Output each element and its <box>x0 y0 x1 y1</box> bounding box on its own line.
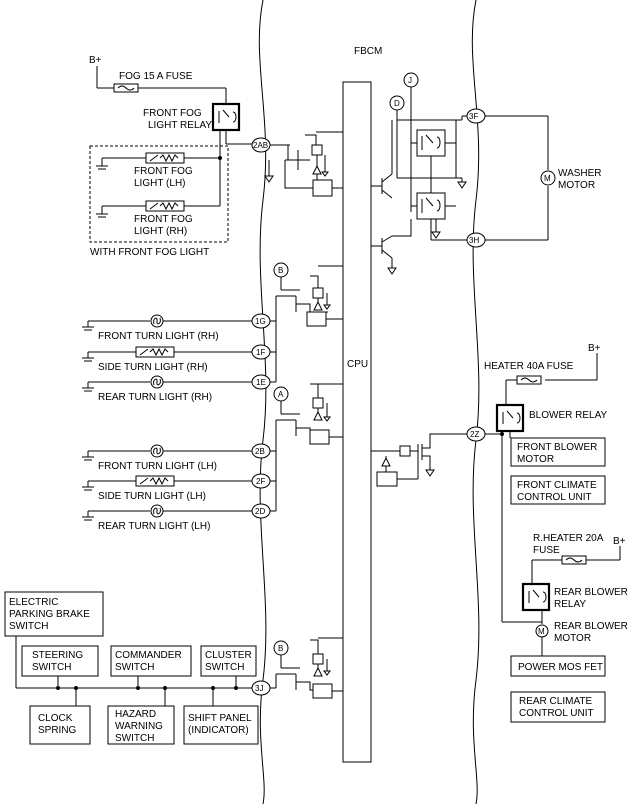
cluster-label-1: CLUSTER <box>205 650 252 661</box>
heater-fuse-label: HEATER 40A FUSE <box>484 361 574 372</box>
lh-turn-driver-block <box>309 429 330 445</box>
rear-climate-control-unit <box>510 691 606 723</box>
washer-relay-1 <box>416 129 446 157</box>
blower-relay <box>495 403 525 433</box>
hazard-label-1: HAZARD <box>115 709 156 720</box>
switch-bus-driver-block <box>312 683 333 699</box>
clock-label-1: CLOCK <box>38 713 73 724</box>
epb-label-2: PARKING BRAKE <box>9 609 90 620</box>
terminal-1e-label: 1E <box>256 378 266 387</box>
commander-label-2: SWITCH <box>115 662 154 673</box>
cluster-switch <box>200 645 257 677</box>
fog-light-group <box>89 145 229 243</box>
marker-b-upper-label: B <box>278 266 283 275</box>
steering-switch <box>21 645 99 677</box>
cluster-label-2: SWITCH <box>205 662 244 673</box>
front-climate-label-2: CONTROL UNIT <box>517 492 592 503</box>
front-climate-label-1: FRONT CLIMATE <box>517 480 597 491</box>
cpu-block <box>342 81 372 763</box>
rheater-battery-label: B+ <box>613 536 626 547</box>
terminal-2d-label: 2D <box>255 507 265 516</box>
front-blower-label-1: FRONT BLOWER <box>517 442 597 453</box>
epb-label-1: ELECTRIC <box>9 597 58 608</box>
rear-blower-relay <box>521 582 551 612</box>
fog-lh-label-2: LIGHT (LH) <box>134 178 186 189</box>
fog-driver-block <box>312 179 333 197</box>
fog-rh-label-1: FRONT FOG <box>134 214 193 225</box>
rear-turn-lh-label: REAR TURN LIGHT (LH) <box>98 521 210 532</box>
rear-motor-label-1: REAR BLOWER <box>554 621 628 632</box>
front-climate-control-unit <box>510 475 606 505</box>
side-turn-rh-label: SIDE TURN LIGHT (RH) <box>98 362 208 373</box>
commander-label-1: COMMANDER <box>115 650 182 661</box>
rheater-fuse-label-2: FUSE <box>533 545 560 556</box>
rear-relay-label-2: RELAY <box>554 599 586 610</box>
washer-relay-2 <box>416 192 446 220</box>
fog-lh-label-1: FRONT FOG <box>134 166 193 177</box>
steering-label-1: STEERING <box>32 650 83 661</box>
cpu-label: CPU <box>347 359 368 370</box>
front-turn-rh-label: FRONT TURN LIGHT (RH) <box>98 331 219 342</box>
fog-fuse-label: FOG 15 A FUSE <box>119 71 193 82</box>
fbcm-title: FBCM <box>354 46 382 57</box>
front-blower-label-2: MOTOR <box>517 454 554 465</box>
shift-label-2: (INDICATOR) <box>188 725 249 736</box>
terminal-1g-label: 1G <box>255 317 266 326</box>
fog-battery-label: B+ <box>89 55 102 66</box>
epb-label-3: SWITCH <box>9 621 48 632</box>
hazard-label-2: WARNING <box>115 721 163 732</box>
terminal-2z-label: 2Z <box>470 430 479 439</box>
rear-motor-label-2: MOTOR <box>554 633 591 644</box>
commander-switch <box>110 645 192 677</box>
rear-motor-symbol: M <box>538 627 545 636</box>
rear-turn-rh-label: REAR TURN LIGHT (RH) <box>98 392 212 403</box>
fbcm-left-edge <box>258 0 267 804</box>
power-mos-label: POWER MOS FET <box>518 662 603 673</box>
washer-motor-symbol: M <box>544 174 551 183</box>
terminal-3h-label: 3H <box>469 236 479 245</box>
marker-d-label: D <box>394 99 400 108</box>
electric-parking-brake-switch <box>4 591 104 637</box>
washer-label-2: MOTOR <box>558 180 595 191</box>
fog-rh-label-2: LIGHT (RH) <box>134 226 187 237</box>
shift-label-1: SHIFT PANEL <box>188 713 252 724</box>
rear-relay-label-1: REAR BLOWER <box>554 587 628 598</box>
fog-relay-label-2: LIGHT RELAY <box>148 120 212 131</box>
rear-climate-label-1: REAR CLIMATE <box>519 696 592 707</box>
shift-panel-indicator <box>183 705 259 745</box>
marker-b-lower-label: B <box>278 644 283 653</box>
side-turn-lh-label: SIDE TURN LIGHT (LH) <box>98 491 206 502</box>
washer-motor <box>540 170 556 186</box>
clock-spring <box>29 705 91 745</box>
front-turn-lh-label: FRONT TURN LIGHT (LH) <box>98 461 217 472</box>
front-blower-motor <box>510 437 606 467</box>
steering-label-2: SWITCH <box>32 662 71 673</box>
heater-battery-label: B+ <box>588 343 601 354</box>
rheater-fuse-label-1: R.HEATER 20A <box>533 533 604 544</box>
front-fog-light-relay <box>211 102 241 132</box>
marker-j-label: J <box>408 76 412 85</box>
rear-climate-label-2: CONTROL UNIT <box>519 708 594 719</box>
terminal-3j-label: 3J <box>255 684 263 693</box>
washer-label-1: WASHER <box>558 168 602 179</box>
rh-turn-driver-block <box>306 311 327 327</box>
power-mos-fet <box>510 655 606 677</box>
terminal-2b-label: 2B <box>255 447 265 456</box>
blower-driver-block <box>376 471 398 487</box>
hazard-warning-switch <box>107 705 175 745</box>
blower-relay-label: BLOWER RELAY <box>529 410 607 421</box>
clock-label-2: SPRING <box>38 725 77 736</box>
fog-group-label: WITH FRONT FOG LIGHT <box>90 247 209 258</box>
hazard-label-3: SWITCH <box>115 733 154 744</box>
terminal-2f-label: 2F <box>256 477 265 486</box>
terminal-3f-label: 3F <box>469 112 478 121</box>
terminal-2ab-label: 2AB <box>253 141 268 150</box>
fog-relay-label-1: FRONT FOG <box>143 108 202 119</box>
terminal-1f-label: 1F <box>256 348 265 357</box>
marker-a-label: A <box>278 390 284 399</box>
